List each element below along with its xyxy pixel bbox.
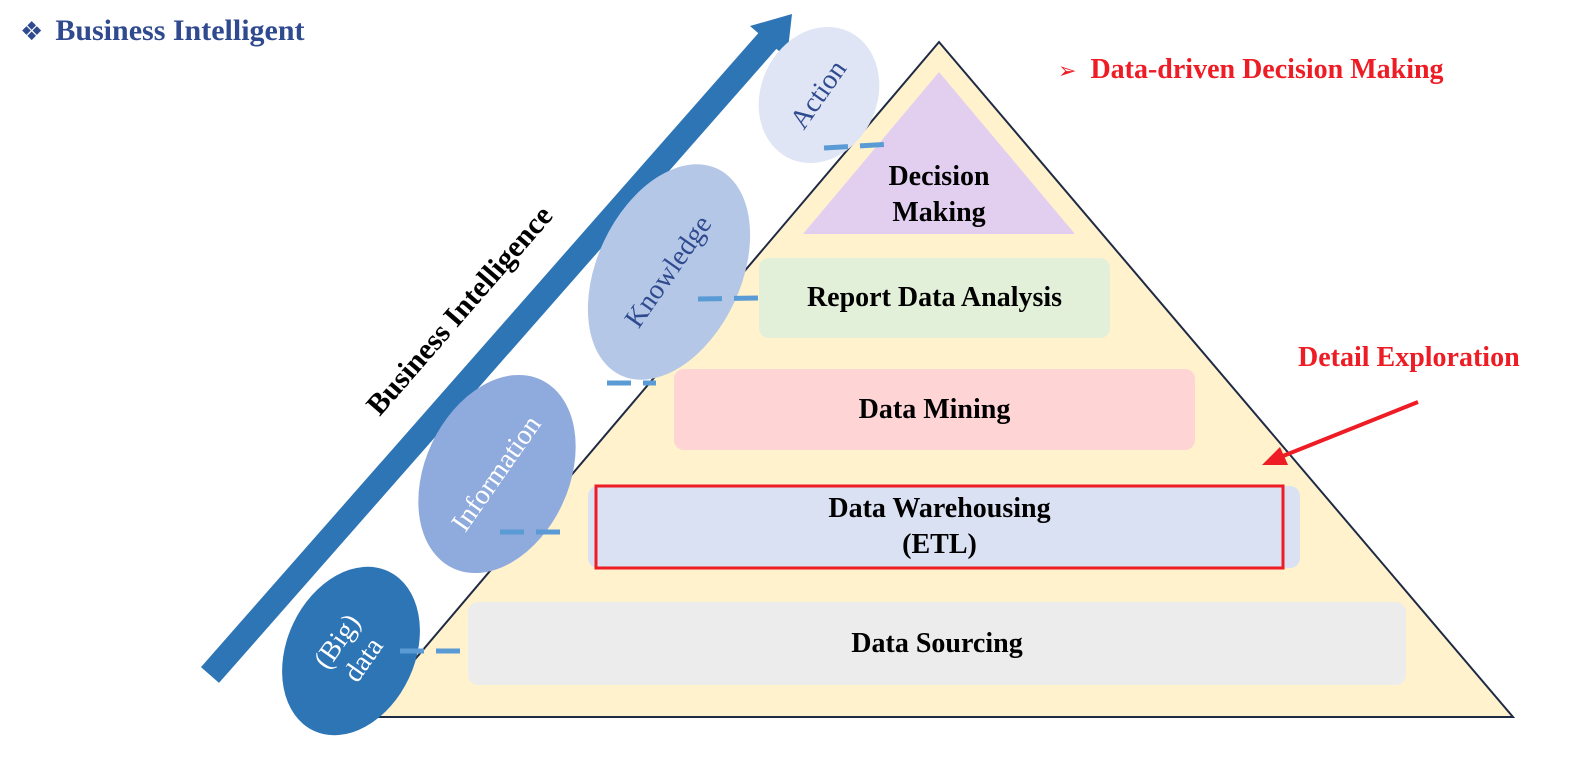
diamond-bullet-icon: ❖ (20, 17, 44, 47)
layer-decision-shape (803, 72, 1075, 234)
subtitle-text: Data-driven Decision Making (1090, 54, 1444, 85)
red-pointer-arrow-icon (1262, 400, 1419, 465)
oval-action-shape (758, 26, 880, 164)
layer-report-shape (759, 258, 1110, 338)
connector-action (823, 141, 894, 151)
warehousing-highlight-box (594, 484, 1285, 570)
layer-decision-label: Decision Making (888, 161, 990, 228)
detail-exploration-label: Detail Exploration (1298, 342, 1520, 373)
diagonal-arrow-icon (200, 14, 792, 683)
connector-knowledge (697, 295, 759, 302)
oval-bigdata-shape (282, 566, 420, 736)
page-title: ❖ Business Intelligent (20, 14, 305, 48)
layer-warehousing-shape (588, 486, 1300, 568)
oval-information-shape (418, 374, 576, 574)
layer-sourcing-label: Data Sourcing (851, 627, 1023, 659)
layer-sourcing-shape (468, 602, 1406, 685)
layer-report-label: Report Data Analysis (806, 282, 1063, 313)
oval-knowledge-shape (587, 164, 751, 380)
layer-mining-shape (674, 369, 1195, 450)
page-title-text: Business Intelligent (55, 14, 305, 47)
layer-warehousing-label: Data Warehousing (ETL) (828, 493, 1051, 560)
arrowhead-bullet-icon: ➢ (1058, 59, 1077, 84)
dashed-connectors (400, 141, 894, 654)
subtitle: ➢ Data-driven Decision Making (1058, 54, 1444, 86)
layer-mining-label: Data Mining (858, 393, 1011, 425)
